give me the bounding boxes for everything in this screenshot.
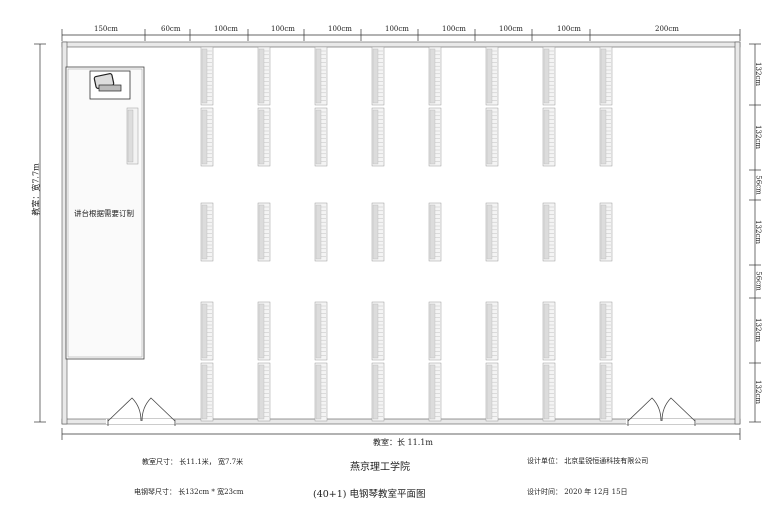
piano (542, 107, 556, 167)
piano (485, 107, 499, 167)
piano (428, 46, 442, 106)
piano (599, 362, 613, 422)
dim-right-label-5: 56cm (754, 271, 763, 291)
piano (314, 107, 328, 167)
piano (371, 107, 385, 167)
piano (599, 301, 613, 361)
room-width-label: 教室：宽7.7m (31, 163, 41, 216)
piano (314, 46, 328, 106)
piano-grid (200, 46, 613, 422)
dim-top-label-7: 100cm (442, 25, 466, 33)
piano (428, 107, 442, 167)
piano (428, 301, 442, 361)
dim-top-label-10: 200cm (655, 25, 679, 33)
dim-top-label-5: 100cm (328, 25, 352, 33)
piano (599, 46, 613, 106)
door-left (106, 397, 176, 426)
dim-right-label-2: 132cm (753, 125, 762, 149)
piano (542, 46, 556, 106)
piano (257, 107, 271, 167)
piano (200, 46, 214, 106)
dim-top-label-9: 100cm (557, 25, 581, 33)
piano (542, 301, 556, 361)
dim-right-label-3: 56cm (754, 175, 763, 195)
piano (257, 202, 271, 262)
top-dimension-line (61, 29, 741, 41)
piano (257, 46, 271, 106)
school-name: 燕京理工学院 (350, 462, 410, 473)
dim-top-label-3: 100cm (214, 25, 238, 33)
piano (542, 362, 556, 422)
door-right (626, 397, 696, 426)
piano-size-caption: 电钢琴尺寸： 长132cm * 宽23cm (134, 488, 244, 496)
design-unit-caption: 设计单位： 北京星锐恒通科技有限公司 (527, 457, 649, 465)
piano (428, 362, 442, 422)
piano (371, 301, 385, 361)
piano (371, 202, 385, 262)
dim-top-label-6: 100cm (385, 25, 409, 33)
piano (257, 362, 271, 422)
room-walls (61, 41, 741, 425)
piano (200, 202, 214, 262)
piano (485, 362, 499, 422)
monitor-icon (89, 70, 131, 100)
piano (200, 301, 214, 361)
left-dimension-line (34, 43, 46, 423)
piano (428, 202, 442, 262)
piano (200, 107, 214, 167)
piano (371, 362, 385, 422)
plan-title: (40+1) 电钢琴教室平面图 (313, 489, 426, 500)
piano (200, 362, 214, 422)
dim-right-label-6: 132cm (753, 318, 762, 342)
dim-top-label-2: 60cm (161, 25, 181, 33)
dim-right-label-4: 132cm (753, 220, 762, 244)
piano (371, 46, 385, 106)
piano (485, 202, 499, 262)
right-dimension-line (749, 43, 761, 423)
piano (257, 301, 271, 361)
piano (314, 301, 328, 361)
piano (485, 46, 499, 106)
piano (314, 362, 328, 422)
piano (599, 107, 613, 167)
room-size-caption: 教室尺寸： 长11.1米， 宽7.7米 (142, 458, 244, 466)
teacher-piano (126, 107, 139, 165)
room-length-label: 教室：长 11.1m (373, 438, 433, 447)
dim-top-label-1: 150cm (94, 25, 118, 33)
bottom-dimension-line (61, 428, 741, 440)
dim-top-label-8: 100cm (499, 25, 523, 33)
piano (542, 202, 556, 262)
design-time-caption: 设计时间： 2020 年 12月 15日 (527, 488, 628, 496)
podium-label: 讲台根据需要订制 (74, 209, 134, 218)
dim-top-label-4: 100cm (271, 25, 295, 33)
dim-right-label-1: 132cm (753, 62, 762, 86)
piano (314, 202, 328, 262)
piano (485, 301, 499, 361)
piano (599, 202, 613, 262)
dim-right-label-7: 132cm (753, 380, 762, 404)
